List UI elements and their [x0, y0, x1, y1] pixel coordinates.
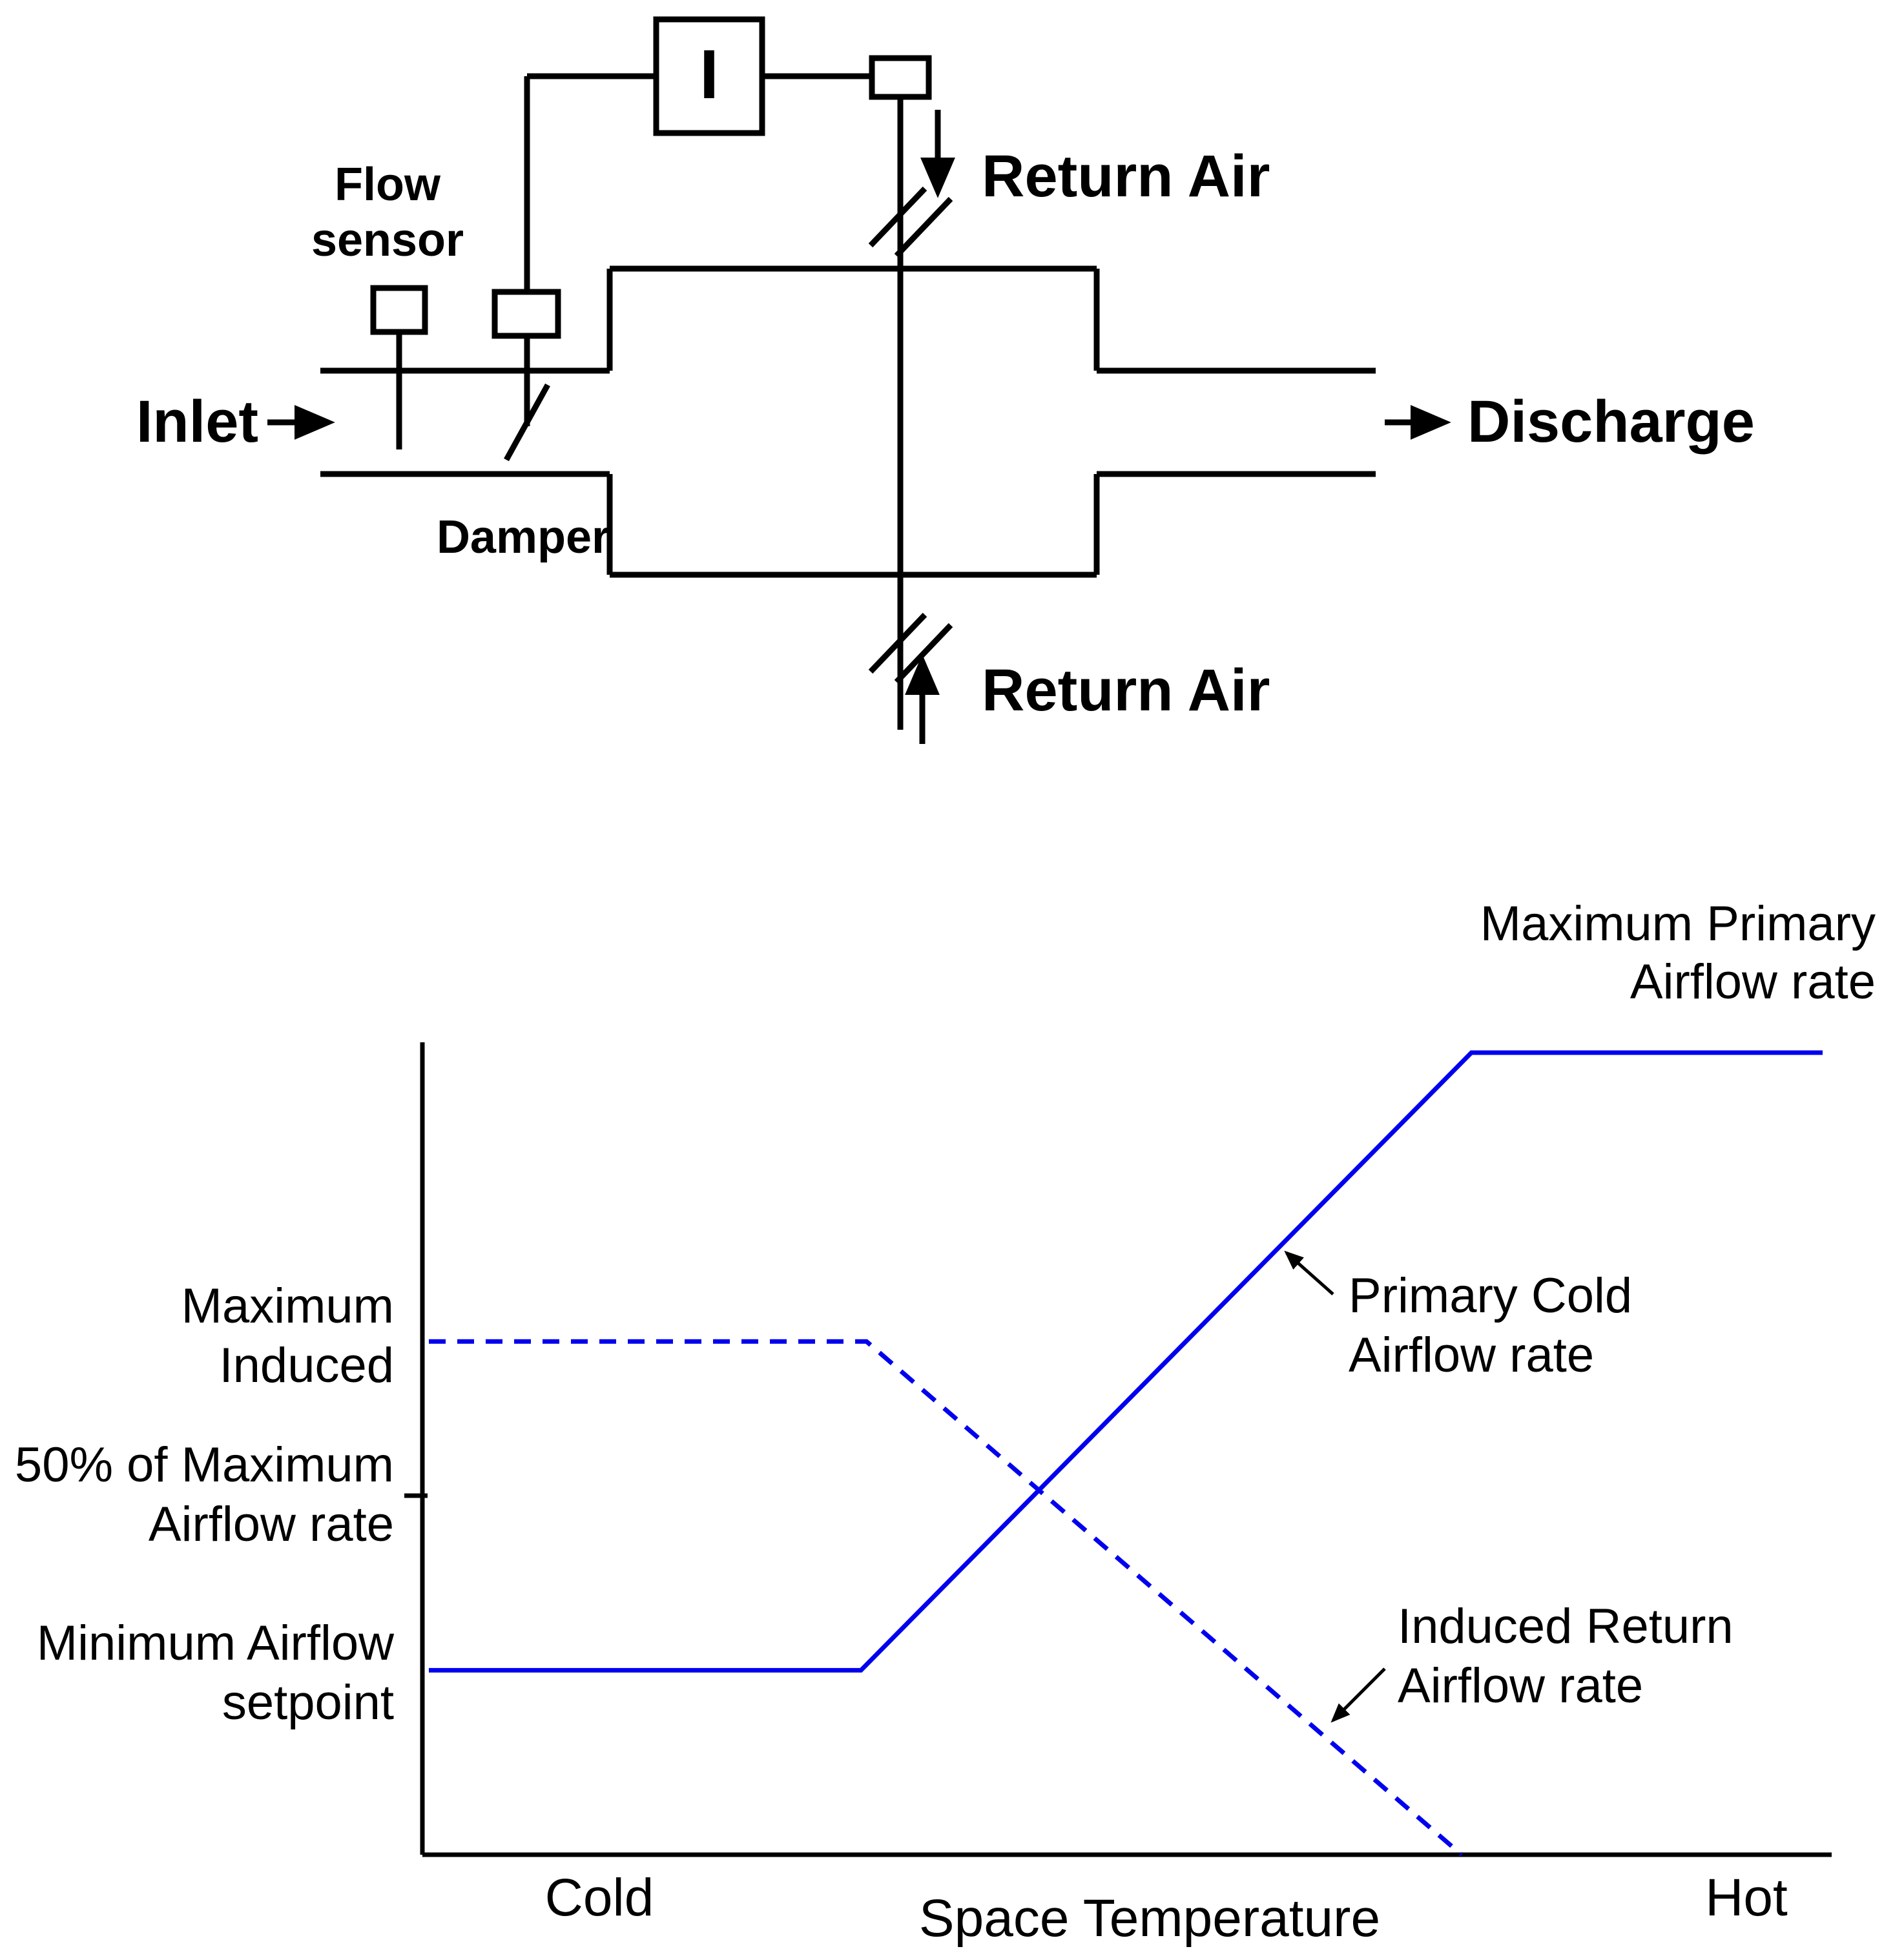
return-damper-actuator-box — [869, 55, 932, 100]
min-airflow-label-line2: setpoint — [222, 1675, 394, 1730]
mixing-box — [606, 265, 1100, 578]
return-air-damper-top — [868, 186, 953, 258]
controller-wiring — [524, 73, 872, 292]
primary-annotation-line2: Airflow rate — [1349, 1328, 1594, 1383]
fifty-percent-label-line1: 50% of Maximum — [15, 1438, 394, 1492]
induced-annotation-line2: Airflow rate — [1398, 1658, 1643, 1713]
discharge-duct — [1097, 367, 1376, 477]
induced-annotation-arrow — [1330, 1667, 1386, 1723]
airflow-chart: Maximum Primary Airflow rate Maximum Ind… — [15, 896, 1876, 1948]
max-primary-label-line1: Maximum Primary — [1480, 896, 1876, 951]
induced-annotation-line1: Induced Return — [1398, 1599, 1733, 1654]
inlet-damper — [504, 336, 550, 462]
induced-return-airflow-line — [429, 1339, 1464, 1857]
controller-label: I — [699, 35, 719, 113]
damper-label: Damper — [437, 511, 610, 563]
flow-sensor-label-line2: sensor — [311, 214, 464, 266]
inlet-duct — [320, 367, 610, 477]
max-induced-label-line1: Maximum — [181, 1279, 394, 1334]
x-tick-cold: Cold — [545, 1868, 654, 1927]
max-primary-label-line2: Airflow rate — [1630, 954, 1876, 1009]
x-tick-hot: Hot — [1705, 1868, 1788, 1927]
flow-sensor-box — [370, 285, 428, 335]
primary-cold-airflow-line — [429, 1050, 1823, 1673]
max-induced-label-line2: Induced — [220, 1338, 394, 1393]
discharge-label: Discharge — [1467, 389, 1755, 455]
damper-actuator-box — [492, 289, 561, 339]
flow-sensor-label-line1: Flow — [335, 159, 441, 211]
return-air-bottom-label: Return Air — [982, 657, 1270, 723]
schematic-diagram: I Flow sensor Damper Inlet — [136, 16, 1755, 744]
x-axis-title: Space Temperature — [919, 1889, 1380, 1948]
return-air-top-label: Return Air — [982, 143, 1270, 209]
primary-annotation-line1: Primary Cold — [1349, 1268, 1632, 1323]
controller-box — [653, 16, 765, 136]
chart-axes — [404, 1042, 1832, 1857]
fifty-percent-label-line2: Airflow rate — [149, 1497, 394, 1552]
min-airflow-label-line1: Minimum Airflow — [37, 1616, 395, 1671]
primary-annotation-arrow — [1284, 1250, 1334, 1295]
inlet-label: Inlet — [136, 389, 258, 455]
return-air-damper-bottom — [868, 612, 953, 685]
